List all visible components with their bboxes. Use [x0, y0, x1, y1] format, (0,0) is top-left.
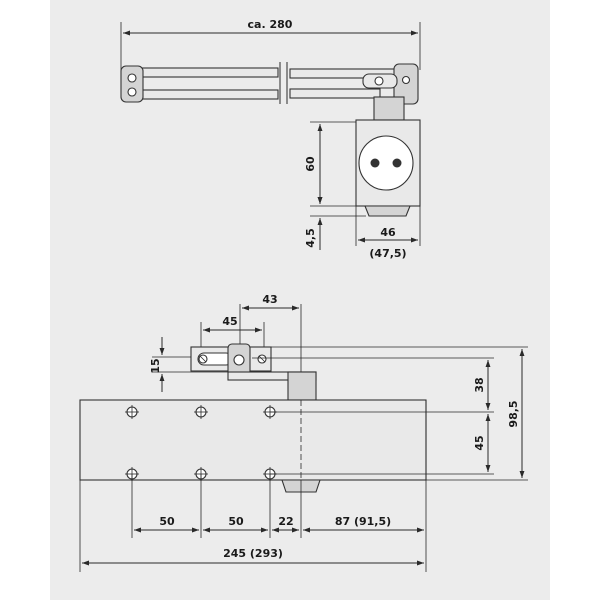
screw-mark [194, 405, 208, 419]
dim-label-offset-45: 45 [222, 315, 237, 328]
arm-bar-lower-right [289, 88, 381, 99]
top-view: ca. 280 60 4,5 [120, 18, 421, 260]
dim-label-height-60: 60 [304, 156, 317, 172]
dim-label-width-46: 46 [380, 226, 396, 239]
arm-bar-lower-left [127, 89, 279, 100]
dim-label-right-87: 87 (91,5) [335, 515, 391, 528]
dim-label-offset-43: 43 [262, 293, 277, 306]
dim-label-hole-22: 22 [278, 515, 293, 528]
dim-label-hole-50-a: 50 [159, 515, 175, 528]
dim-label-total-245: 245 (293) [223, 547, 283, 560]
front-view: 43 45 15 [79, 293, 528, 572]
arm-joint-hole [374, 76, 384, 86]
screw-slot [258, 355, 266, 363]
dim-label-width-47-5: (47,5) [369, 247, 406, 260]
dim-label-total-98-5: 98,5 [507, 400, 520, 427]
spindle [373, 96, 405, 121]
shoe-pivot [233, 354, 245, 366]
arm-bar-upper-left [127, 67, 279, 78]
dim-label-arm-length: ca. 280 [248, 18, 293, 31]
body-bore-circle [358, 135, 414, 191]
arm-pivot-hole [127, 87, 137, 97]
body-hole-right [392, 158, 402, 168]
dim-label-arm-15: 15 [149, 358, 162, 373]
arm-pivot-hole [127, 73, 137, 83]
arm-boss [287, 371, 317, 401]
dim-label-hole-50-b: 50 [228, 515, 244, 528]
dim-label-gap: 4,5 [304, 228, 317, 248]
body-hole-left [370, 158, 380, 168]
dim-label-height-45: 45 [473, 435, 486, 450]
arm-joint-hole [401, 75, 411, 85]
screw-slot [199, 355, 207, 363]
dim-label-height-38: 38 [473, 377, 486, 392]
body-base [364, 205, 411, 217]
arm-end-left [120, 65, 144, 103]
screw-mark [125, 405, 139, 419]
